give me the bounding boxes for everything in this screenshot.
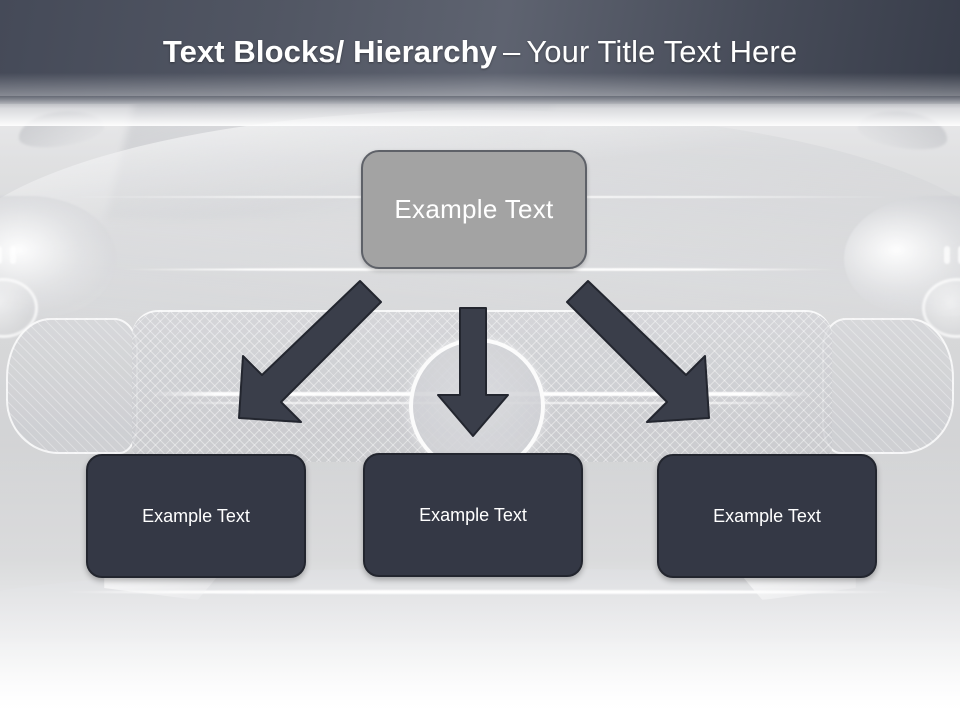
hierarchy-top-node-label: Example Text: [394, 194, 554, 224]
slide-header-fade: [0, 96, 960, 126]
page-title-bold-part: Text Blocks/ Hierarchy: [162, 34, 497, 69]
slide-header-band: [0, 0, 960, 104]
hierarchy-child-node-2[interactable]: Example Text: [363, 453, 583, 577]
page-title-dash: –: [503, 34, 521, 69]
hierarchy-child-node-2-label: Example Text: [419, 504, 527, 525]
page-title: Text Blocks/ Hierarchy – Your Title Text…: [0, 0, 960, 104]
hierarchy-top-node[interactable]: Example Text: [361, 150, 587, 269]
hierarchy-child-node-3[interactable]: Example Text: [657, 454, 877, 578]
hierarchy-child-node-1[interactable]: Example Text: [86, 454, 306, 578]
hierarchy-child-node-3-label: Example Text: [713, 505, 821, 526]
hierarchy-child-node-1-label: Example Text: [142, 505, 250, 526]
page-title-normal-part: Your Title Text Here: [526, 34, 798, 69]
